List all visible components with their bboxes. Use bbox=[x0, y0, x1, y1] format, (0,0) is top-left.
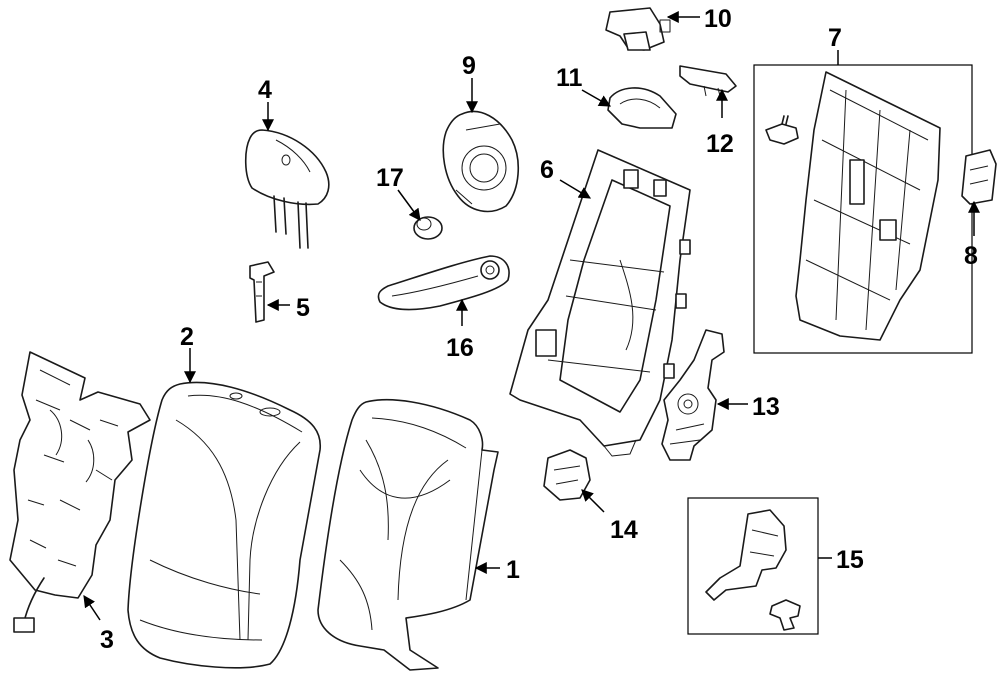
callout-1: 1 bbox=[506, 556, 520, 584]
callout-11: 11 bbox=[556, 64, 583, 92]
part-17-cap bbox=[413, 216, 443, 240]
part-4-headrest bbox=[244, 129, 330, 249]
leader-6 bbox=[559, 179, 592, 199]
part-16-armrest bbox=[377, 255, 510, 311]
callout-17: 17 bbox=[376, 164, 404, 192]
part-12-clip bbox=[679, 65, 737, 97]
part-10-release-handle bbox=[605, 7, 671, 51]
leader-11 bbox=[581, 89, 612, 107]
part-7-back-board bbox=[795, 71, 941, 341]
part-8-striker-cover bbox=[961, 149, 997, 205]
part-9-recliner-cover bbox=[442, 110, 520, 213]
part-13-recliner bbox=[661, 329, 725, 461]
part-3-heater-pad bbox=[9, 351, 151, 633]
callout-13: 13 bbox=[752, 393, 780, 421]
part-6-seatback-frame bbox=[509, 149, 691, 457]
part-7-clip bbox=[765, 115, 799, 145]
callout-14: 14 bbox=[610, 516, 638, 544]
callout-7: 7 bbox=[828, 24, 842, 52]
callout-10: 10 bbox=[704, 5, 732, 33]
part-15-bracket bbox=[705, 509, 801, 631]
leader-3 bbox=[83, 595, 101, 621]
callout-9: 9 bbox=[462, 52, 476, 80]
callout-12: 12 bbox=[706, 130, 734, 158]
callout-5: 5 bbox=[296, 294, 310, 322]
part-11-bezel bbox=[607, 87, 677, 129]
part-15-box bbox=[687, 497, 819, 635]
part-14-lock bbox=[543, 449, 591, 501]
part-1-seatback-pad bbox=[317, 398, 499, 671]
callout-15: 15 bbox=[836, 546, 864, 574]
callout-6: 6 bbox=[540, 156, 554, 184]
leader-17 bbox=[397, 189, 421, 221]
part-2-seatback-cover bbox=[127, 381, 321, 669]
part-5-headrest-guide bbox=[249, 261, 275, 323]
callout-3: 3 bbox=[100, 626, 114, 654]
callout-2: 2 bbox=[180, 323, 194, 351]
callout-16: 16 bbox=[446, 334, 474, 362]
callout-4: 4 bbox=[258, 76, 272, 104]
leader-14 bbox=[581, 489, 605, 513]
callout-8: 8 bbox=[964, 242, 978, 270]
